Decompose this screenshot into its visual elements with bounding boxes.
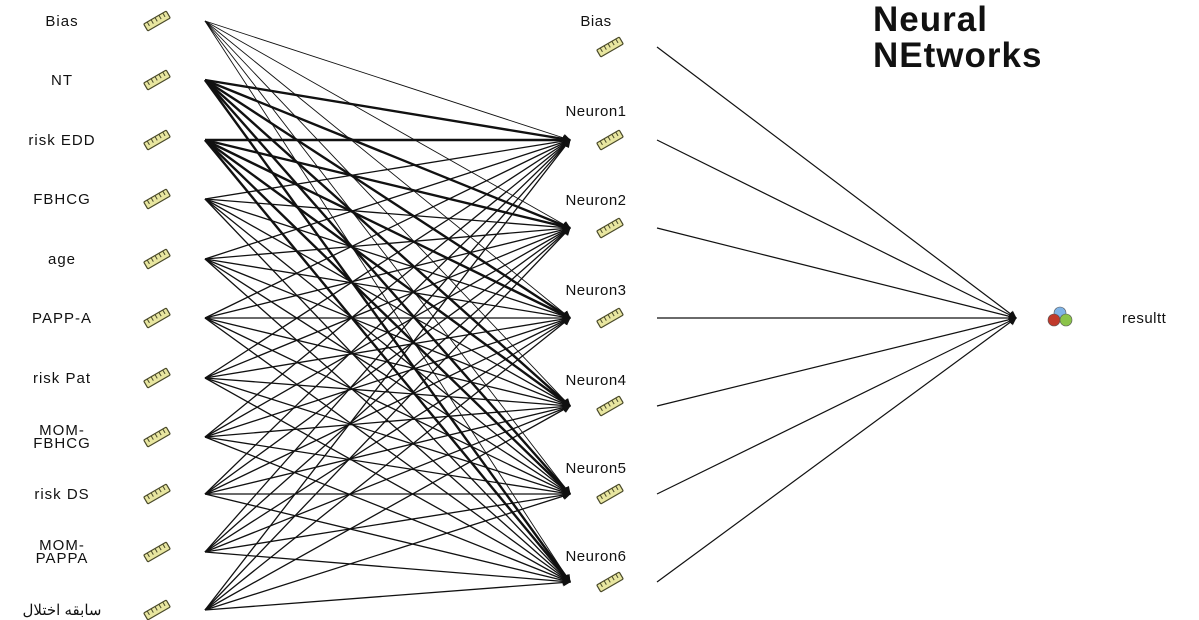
- edge-input-10-to-hidden-1: [204, 139, 571, 611]
- edge-input-7-to-hidden-4: [204, 402, 571, 438]
- ruler-icon: [143, 483, 171, 505]
- edge-hidden-1-to-output: [656, 139, 1017, 319]
- edge-input-8-to-hidden-1: [204, 139, 571, 495]
- ruler-icon: [596, 129, 624, 151]
- edge-input-10-to-hidden-5: [204, 492, 571, 611]
- hidden-label-4: Neuron4: [565, 372, 626, 389]
- edge-input-3-to-hidden-2: [204, 198, 571, 232]
- input-label-5: PAPP-A: [32, 310, 92, 327]
- edge-hidden-0-to-output: [656, 46, 1017, 319]
- edge-input-0-to-hidden-2: [204, 20, 571, 229]
- edge-input-6-to-hidden-6: [204, 377, 571, 583]
- edge-input-9-to-hidden-5: [204, 491, 571, 553]
- edge-input-1-to-hidden-5: [204, 79, 571, 495]
- edge-input-1-to-hidden-6: [204, 79, 571, 583]
- edge-input-8-to-hidden-4: [204, 403, 571, 495]
- edge-input-10-to-hidden-6: [204, 578, 571, 611]
- edge-input-4-to-hidden-6: [204, 258, 571, 583]
- hidden-label-0: Bias: [580, 13, 611, 30]
- hidden-label-1: Neuron1: [565, 103, 626, 120]
- title-line-1: Neural: [873, 0, 988, 39]
- edge-input-4-to-hidden-1: [204, 138, 571, 260]
- edge-input-8-to-hidden-3: [204, 317, 571, 495]
- input-label-3: FBHCG: [33, 191, 91, 208]
- edge-hidden-5-to-output: [656, 317, 1017, 495]
- edge-input-7-to-hidden-2: [204, 227, 571, 438]
- ruler-icon: [143, 69, 171, 91]
- hidden-label-2: Neuron2: [565, 192, 626, 209]
- ruler-icon: [143, 129, 171, 151]
- diagram-title: Neural NEtworks: [873, 2, 1193, 74]
- edge-input-6-to-hidden-1: [204, 139, 571, 379]
- edge-input-9-to-hidden-1: [204, 139, 571, 553]
- edge-input-7-to-hidden-6: [204, 436, 571, 584]
- ruler-icon: [143, 248, 171, 270]
- edge-input-7-to-hidden-5: [204, 436, 571, 497]
- output-label: resultt: [1122, 310, 1167, 327]
- edge-input-9-to-hidden-4: [204, 404, 571, 553]
- hidden-label-3: Neuron3: [565, 282, 626, 299]
- input-label-2: risk EDD: [28, 132, 95, 149]
- edge-input-6-to-hidden-3: [204, 315, 571, 379]
- edge-hidden-2-to-output: [656, 227, 1017, 321]
- edge-hidden-4-to-output: [656, 315, 1017, 407]
- edge-input-7-to-hidden-3: [204, 316, 571, 438]
- input-label-10: سابقه اختلال: [23, 602, 102, 619]
- edge-input-9-to-hidden-3: [204, 317, 571, 553]
- input-label-7: MOM-FBHCG: [33, 422, 91, 452]
- title-line-2: NEtworks: [873, 36, 1043, 75]
- ruler-icon: [596, 483, 624, 505]
- edge-input-0-to-hidden-5: [204, 20, 571, 495]
- edge-input-10-to-hidden-3: [204, 317, 571, 611]
- edge-input-7-to-hidden-1: [204, 139, 571, 438]
- ruler-icon: [143, 426, 171, 448]
- input-label-9: MOM-PAPPA: [36, 537, 89, 567]
- ruler-icon: [143, 188, 171, 210]
- input-label-4: age: [48, 251, 76, 268]
- ruler-icon: [143, 307, 171, 329]
- ruler-icon: [596, 395, 624, 417]
- edge-input-8-to-hidden-2: [204, 227, 571, 495]
- edge-input-0-to-hidden-6: [204, 20, 571, 583]
- ruler-icon: [596, 307, 624, 329]
- ruler-icon: [143, 367, 171, 389]
- edge-input-10-to-hidden-4: [204, 405, 571, 611]
- edge-input-1-to-hidden-2: [204, 78, 571, 230]
- nominal-target-icon: [1047, 306, 1073, 327]
- edge-input-4-to-hidden-5: [204, 258, 571, 495]
- edge-input-5-to-hidden-2: [204, 225, 571, 319]
- hidden-label-6: Neuron6: [565, 548, 626, 565]
- ruler-icon: [143, 10, 171, 32]
- hidden-label-5: Neuron5: [565, 460, 626, 477]
- edge-input-3-to-hidden-1: [204, 137, 571, 200]
- ruler-icon: [143, 541, 171, 563]
- edge-input-6-to-hidden-4: [204, 377, 571, 410]
- edges-group: [204, 20, 1017, 611]
- edge-input-8-to-hidden-6: [204, 493, 571, 585]
- edge-input-0-to-hidden-1: [204, 20, 571, 142]
- edge-input-4-to-hidden-2: [204, 224, 571, 260]
- edge-hidden-6-to-output: [656, 317, 1017, 583]
- ruler-icon: [143, 599, 171, 620]
- ruler-icon: [596, 571, 624, 593]
- input-label-0: Bias: [45, 13, 78, 30]
- edge-input-1-to-hidden-1: [204, 78, 571, 143]
- edge-input-10-to-hidden-2: [204, 227, 571, 611]
- input-label-1: NT: [51, 72, 73, 89]
- edge-input-9-to-hidden-6: [204, 551, 571, 586]
- input-label-6: risk Pat: [33, 370, 91, 387]
- ruler-icon: [596, 36, 624, 58]
- edge-input-6-to-hidden-5: [204, 377, 571, 496]
- edge-input-5-to-hidden-4: [204, 317, 571, 409]
- edge-input-5-to-hidden-1: [204, 139, 571, 319]
- input-label-8: risk DS: [34, 486, 89, 503]
- edge-input-9-to-hidden-2: [204, 227, 571, 553]
- ruler-icon: [596, 217, 624, 239]
- edge-input-6-to-hidden-2: [204, 226, 571, 379]
- edge-input-2-to-hidden-2: [204, 138, 571, 231]
